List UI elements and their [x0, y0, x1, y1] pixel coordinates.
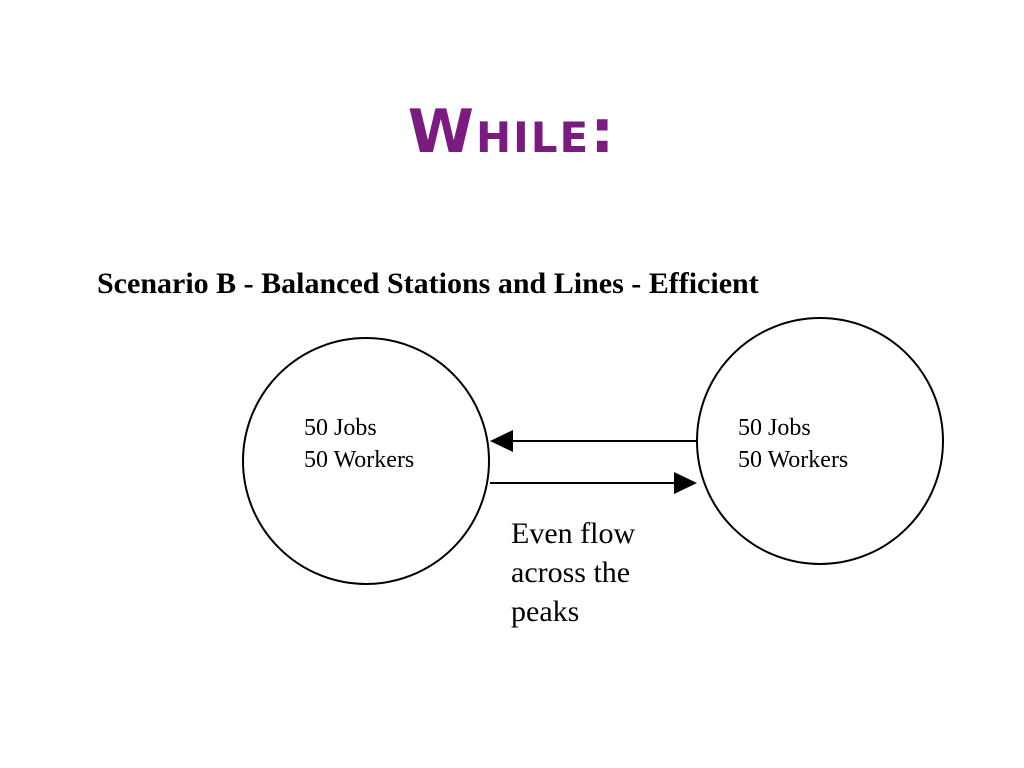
right-station-jobs: 50 Jobs [738, 415, 811, 441]
left-station-workers: 50 Workers [304, 447, 415, 473]
flow-arrow-leftward-head [490, 430, 513, 452]
scenario-heading: Scenario B - Balanced Stations and Lines… [97, 267, 759, 300]
slide-title: While: [407, 97, 617, 167]
right-station-label: 50 Jobs 50 Workers [738, 412, 848, 476]
left-station-jobs: 50 Jobs [304, 415, 377, 441]
flow-note-line: Even flow [511, 517, 636, 550]
left-station-label: 50 Jobs 50 Workers [304, 412, 414, 476]
flow-note-line: across the [511, 556, 631, 589]
flow-note: Even flow across the peaks [511, 514, 681, 631]
left-station-circle [242, 337, 490, 585]
flow-arrow-rightward-head [674, 472, 697, 494]
right-station-workers: 50 Workers [738, 447, 849, 473]
flow-note-line: peaks [511, 595, 580, 628]
